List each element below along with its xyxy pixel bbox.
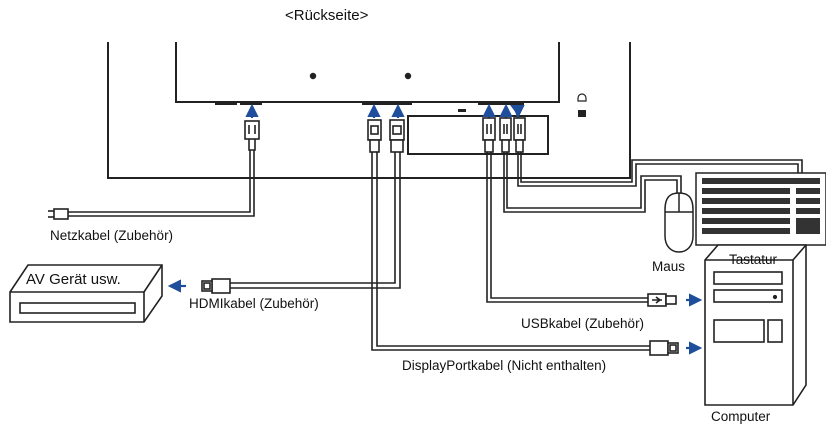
mouse-icon: [664, 192, 694, 253]
usb-cable: [482, 117, 677, 307]
computer-label: Computer: [711, 409, 771, 424]
keyboard-icon: [695, 172, 826, 246]
hdmi-cable: [201, 119, 405, 294]
computer-icon: [704, 244, 807, 406]
power-cable-label: Netzkabel (Zubehör): [50, 228, 174, 243]
mouse-label: Maus: [652, 259, 686, 274]
keyboard-label: Tastatur: [729, 252, 778, 267]
displayport-cable: [367, 119, 679, 356]
displayport-cable-label: DisplayPortkabel (Nicht enthalten): [402, 358, 607, 373]
direction-arrows: [167, 279, 703, 355]
usb-peripheral-cables: [499, 117, 803, 213]
port-arrows: [245, 103, 525, 119]
av-device-icon: [9, 264, 163, 323]
hdmi-cable-label: HDMIkabel (Zubehör): [189, 296, 319, 311]
monitor-back-panel: [107, 42, 631, 179]
diagram-title: <Rückseite>: [285, 7, 369, 24]
power-cable: [48, 120, 260, 220]
usb-cable-label: USBkabel (Zubehör): [521, 316, 645, 331]
av-device-label: AV Gerät usw.: [26, 271, 121, 288]
